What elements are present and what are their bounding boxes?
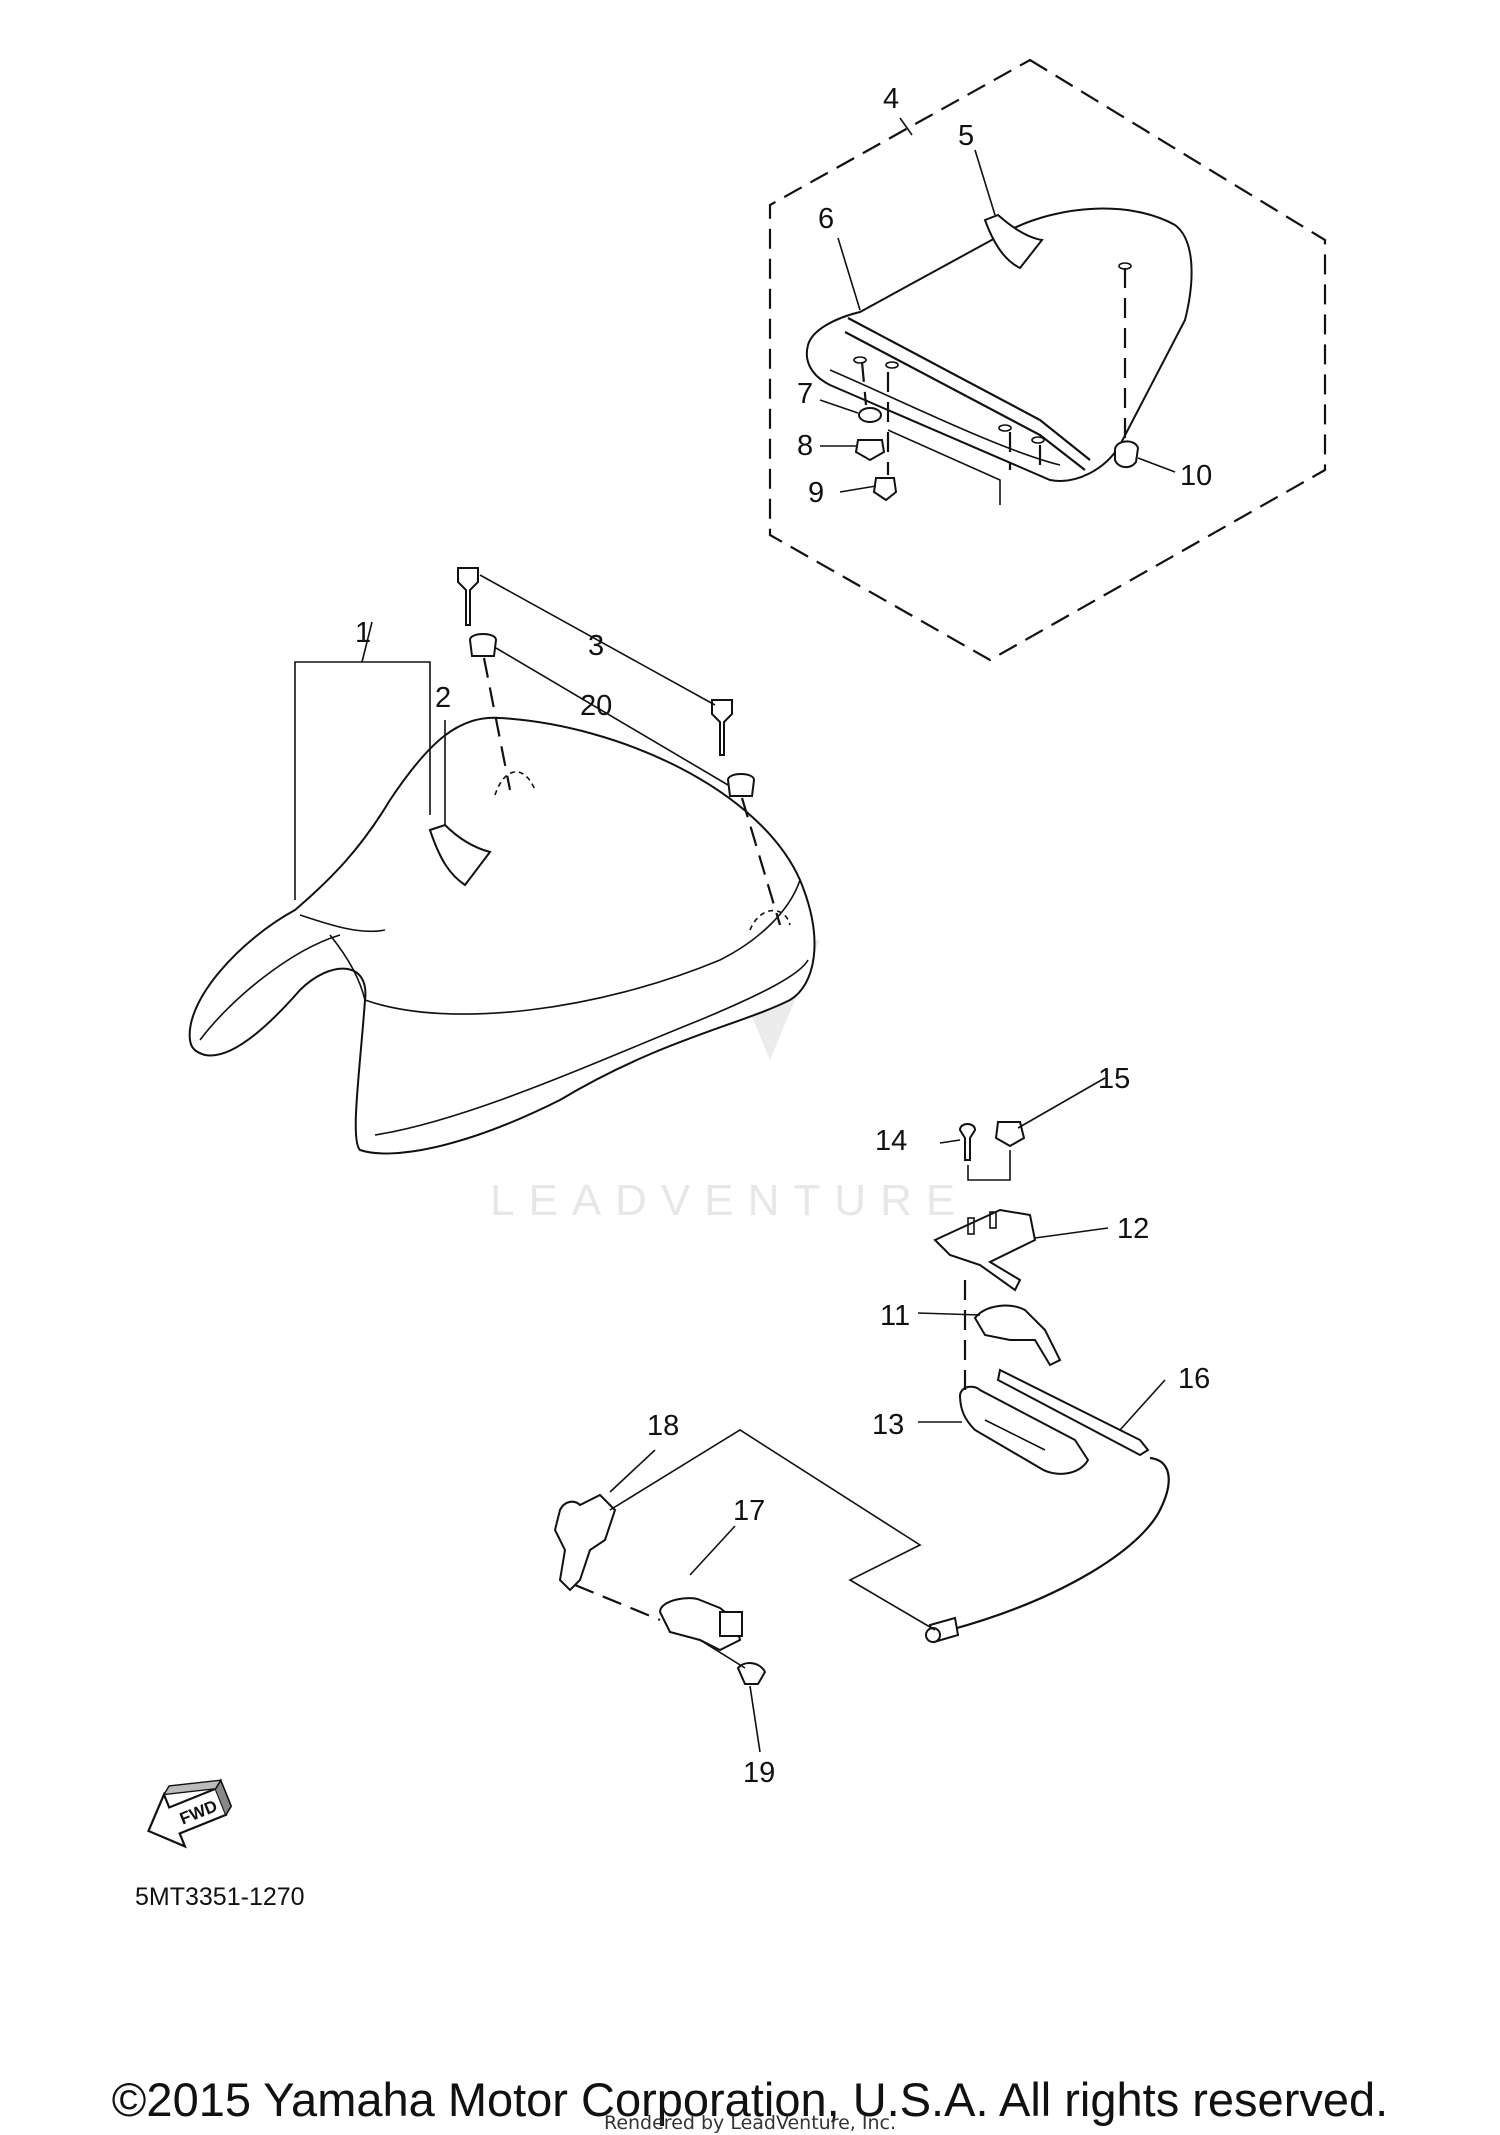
- bolt-3-lower: [711, 699, 733, 756]
- rendered-by-notice: Rendered by LeadVenture, Inc.: [603, 2112, 897, 2134]
- callout-13: 13: [872, 1409, 904, 1441]
- nut-8: [854, 439, 886, 462]
- bolt-15: [994, 1121, 1026, 1148]
- callout-1: 1: [355, 617, 371, 649]
- front-seat-strap: [428, 823, 492, 887]
- callout-9: 9: [808, 477, 824, 509]
- callout-4: 4: [883, 83, 899, 115]
- callout-12: 12: [1117, 1213, 1149, 1245]
- base-13: [958, 1385, 1090, 1475]
- callout-20: 20: [580, 690, 612, 722]
- front-seat: [188, 716, 816, 1155]
- callout-7: 7: [797, 378, 813, 410]
- callout-6: 6: [818, 203, 834, 235]
- callout-10: 10: [1180, 460, 1212, 492]
- copyright-notice: ©2015 Yamaha Motor Corporation, U.S.A. A…: [111, 2073, 1389, 2126]
- front-seat-hardware: [457, 567, 782, 926]
- callout-5: 5: [958, 120, 974, 152]
- fwd-arrow-icon: FWD: [147, 1778, 233, 1849]
- watermark-text: LEADVENTURE: [490, 1176, 969, 1225]
- cable: [949, 1456, 1170, 1632]
- callout-11: 11: [880, 1300, 910, 1332]
- bolt-3-upper: [457, 567, 479, 626]
- rear-seat-group: [768, 58, 1327, 662]
- callout-15: 15: [1098, 1063, 1130, 1095]
- callout-19: 19: [743, 1757, 775, 1789]
- rear-seat: [805, 207, 1193, 482]
- plate-12: [933, 1208, 1037, 1292]
- callout-2: 2: [435, 682, 451, 714]
- part-code: 5MT3351-1270: [135, 1883, 305, 1911]
- rear-seat-strap: [983, 213, 1044, 270]
- callout-8: 8: [797, 430, 813, 462]
- callout-17: 17: [733, 1495, 765, 1527]
- seat-lock-assembly: [553, 1121, 1170, 1685]
- bolt-9: [872, 477, 898, 502]
- bracket-18: [553, 1493, 617, 1592]
- damper-7: [858, 407, 882, 423]
- callout-labels: 1 2 3 4 5 6 7 8 9 10 11 12 13 14 15 16 1…: [355, 83, 1212, 1789]
- screw-14: [958, 1123, 977, 1161]
- damper-10: [1114, 440, 1140, 468]
- callout-14: 14: [875, 1125, 907, 1157]
- lever-11: [973, 1304, 1062, 1367]
- rod-16: [996, 1368, 1150, 1457]
- collar-20-lower: [726, 773, 756, 797]
- collar-20-upper: [468, 633, 498, 657]
- callout-18: 18: [647, 1410, 679, 1442]
- callout-16: 16: [1178, 1363, 1210, 1395]
- leader-lines: [444, 117, 1176, 1753]
- callout-3: 3: [588, 630, 604, 662]
